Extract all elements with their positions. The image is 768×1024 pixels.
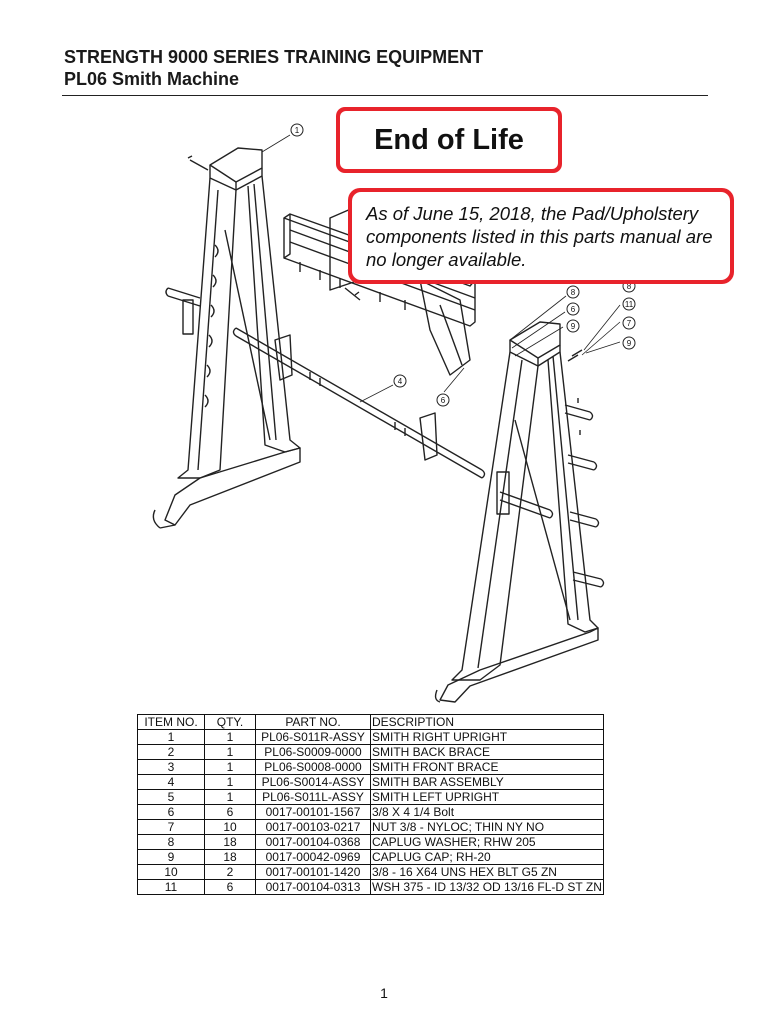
callout-6b: 6 <box>441 396 446 405</box>
description-cell: SMITH BACK BRACE <box>370 744 604 760</box>
item-no-cell: 10 <box>137 864 205 880</box>
header-divider <box>62 95 708 96</box>
callout-9: 9 <box>571 322 576 331</box>
part-no-cell: 0017-00103-0217 <box>255 819 371 835</box>
left-upright-drawing <box>152 147 301 529</box>
header-part-no: PART NO. <box>255 714 371 730</box>
qty-cell: 1 <box>204 759 256 775</box>
part-no-cell: PL06-S0014-ASSY <box>255 774 371 790</box>
callout-1: 1 <box>295 126 300 135</box>
qty-cell: 6 <box>204 804 256 820</box>
qty-cell: 2 <box>204 864 256 880</box>
qty-cell: 10 <box>204 819 256 835</box>
callout-7: 7 <box>627 319 632 328</box>
description-cell: SMITH FRONT BRACE <box>370 759 604 775</box>
callout-leaders <box>261 134 621 403</box>
description-cell: SMITH RIGHT UPRIGHT <box>370 729 604 745</box>
part-no-cell: PL06-S0009-0000 <box>255 744 371 760</box>
item-no-cell: 9 <box>137 849 205 865</box>
callout-circles <box>290 123 636 407</box>
discontinued-notice: As of June 15, 2018, the Pad/Upholstery … <box>348 188 734 284</box>
qty-cell: 1 <box>204 729 256 745</box>
end-of-life-label: End of Life <box>340 111 558 169</box>
qty-cell: 18 <box>204 834 256 850</box>
description-cell: 3/8 X 4 1/4 Bolt <box>370 804 604 820</box>
item-no-cell: 4 <box>137 774 205 790</box>
discontinued-notice-text: As of June 15, 2018, the Pad/Upholstery … <box>352 192 730 280</box>
right-upright-drawing <box>434 321 605 703</box>
header-item-no: ITEM NO. <box>137 714 205 730</box>
item-no-cell: 5 <box>137 789 205 805</box>
description-cell: SMITH LEFT UPRIGHT <box>370 789 604 805</box>
callout-4: 4 <box>398 377 403 386</box>
callout-9b: 9 <box>627 339 632 348</box>
description-cell: CAPLUG WASHER; RHW 205 <box>370 834 604 850</box>
part-no-cell: 0017-00101-1420 <box>255 864 371 880</box>
item-no-cell: 1 <box>137 729 205 745</box>
description-cell: SMITH BAR ASSEMBLY <box>370 774 604 790</box>
part-no-cell: PL06-S011L-ASSY <box>255 789 371 805</box>
item-no-cell: 8 <box>137 834 205 850</box>
qty-cell: 1 <box>204 774 256 790</box>
item-no-cell: 6 <box>137 804 205 820</box>
callout-8: 8 <box>571 288 576 297</box>
part-no-cell: 0017-00101-1567 <box>255 804 371 820</box>
item-no-cell: 11 <box>137 879 205 895</box>
header-description: DESCRIPTION <box>370 714 604 730</box>
document-title: STRENGTH 9000 SERIES TRAINING EQUIPMENT <box>64 47 484 67</box>
description-cell: CAPLUG CAP; RH-20 <box>370 849 604 865</box>
document-subtitle: PL06 Smith Machine <box>64 69 240 89</box>
header-qty: QTY. <box>204 714 256 730</box>
document-header: STRENGTH 9000 SERIES TRAINING EQUIPMENT … <box>64 46 483 90</box>
description-cell: NUT 3/8 - NYLOC; THIN NY NO <box>370 819 604 835</box>
part-no-cell: 0017-00104-0313 <box>255 879 371 895</box>
qty-cell: 1 <box>204 744 256 760</box>
bar-assembly-drawing <box>232 327 486 479</box>
page-number: 1 <box>380 985 388 1001</box>
item-no-cell: 2 <box>137 744 205 760</box>
item-no-cell: 7 <box>137 819 205 835</box>
description-cell: 3/8 - 16 X64 UNS HEX BLT G5 ZN <box>370 864 604 880</box>
end-of-life-banner: End of Life <box>336 107 562 173</box>
part-no-cell: 0017-00104-0368 <box>255 834 371 850</box>
qty-cell: 18 <box>204 849 256 865</box>
parts-table-header-row: ITEM NO. QTY. PART NO. DESCRIPTION <box>137 714 604 730</box>
description-cell: WSH 375 - ID 13/32 OD 13/16 FL-D ST ZN <box>370 879 604 895</box>
callout-6: 6 <box>571 305 576 314</box>
callout-8b: 8 <box>627 282 632 291</box>
callout-11: 11 <box>625 300 634 309</box>
part-no-cell: PL06-S011R-ASSY <box>255 729 371 745</box>
part-no-cell: 0017-00042-0969 <box>255 849 371 865</box>
part-no-cell: PL06-S0008-0000 <box>255 759 371 775</box>
qty-cell: 6 <box>204 879 256 895</box>
item-no-cell: 3 <box>137 759 205 775</box>
qty-cell: 1 <box>204 789 256 805</box>
